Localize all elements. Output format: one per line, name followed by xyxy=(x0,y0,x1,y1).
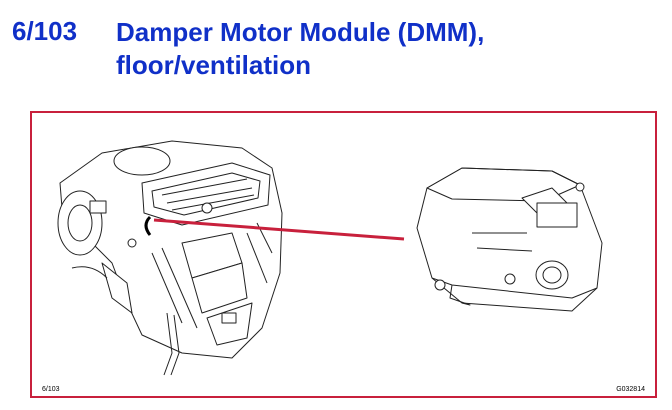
title-line-1: Damper Motor Module (DMM), xyxy=(116,17,485,47)
hvac-illustration xyxy=(57,140,603,376)
reference-number: 6/103 xyxy=(12,16,78,46)
figure-code-left: 6/103 xyxy=(42,386,60,393)
figure-code-right: G032814 xyxy=(616,386,645,393)
callout-pointer xyxy=(144,215,405,241)
title-line-2: floor/ventilation xyxy=(116,50,311,80)
damper-motor-module-drawing xyxy=(416,167,603,312)
hvac-housing-drawing xyxy=(57,140,283,376)
page-title: Damper Motor Module (DMM), floor/ventila… xyxy=(116,16,484,82)
figure-frame: 6/103 G032814 xyxy=(30,111,657,398)
